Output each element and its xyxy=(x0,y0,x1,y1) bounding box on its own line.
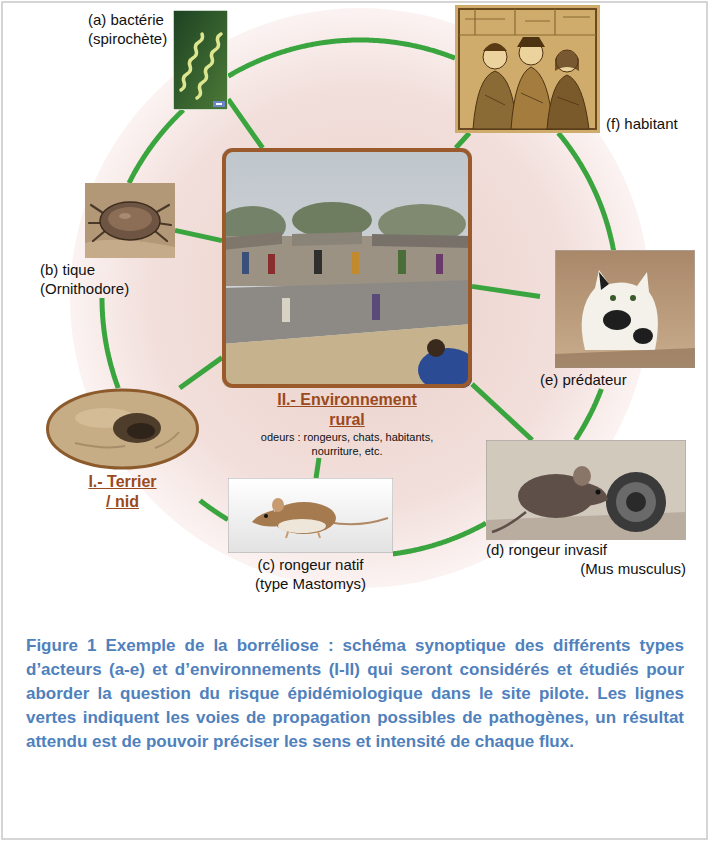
photo-frame xyxy=(228,478,393,553)
tick-photo xyxy=(85,183,175,258)
actor-node: (b) tique(Ornithodore) xyxy=(40,183,175,298)
propagation-line xyxy=(228,99,262,148)
propagation-line xyxy=(316,458,319,478)
label-group: (a) bactérie(spirochète) xyxy=(88,10,167,48)
native-rodent-photo xyxy=(228,478,393,553)
node-sublabel: (Ornithodore) xyxy=(40,279,129,298)
propagation-line xyxy=(200,500,228,519)
bacteria-photo xyxy=(173,10,228,110)
node-label: (c) rongeur natif xyxy=(258,555,364,574)
label-group: (e) prédateur xyxy=(540,370,695,389)
photo-frame xyxy=(486,440,686,540)
propagation-line xyxy=(175,230,222,240)
propagation-line xyxy=(558,133,613,250)
node-sublabel: odeurs : rongeurs, chats, habitants, nou… xyxy=(260,430,435,458)
propagation-line xyxy=(129,110,183,183)
propagation-line xyxy=(575,389,601,440)
burrow-photo xyxy=(45,388,200,470)
house-mouse-photo xyxy=(486,440,686,540)
photo-frame xyxy=(555,250,695,368)
propagation-line xyxy=(228,40,455,76)
propagation-line xyxy=(180,358,222,388)
photo-frame xyxy=(85,183,175,258)
propagation-line xyxy=(456,133,470,148)
propagation-line xyxy=(393,523,486,554)
label-group: (c) rongeur natif(type Mastomys) xyxy=(228,555,393,593)
photo-frame xyxy=(222,148,472,388)
propagation-line xyxy=(102,298,118,388)
photo-frame xyxy=(173,10,228,110)
label-group: II.- Environnement ruralodeurs : rongeur… xyxy=(222,390,472,458)
actor-node: (c) rongeur natif(type Mastomys) xyxy=(228,478,393,593)
actor-node: I.- Terrier / nid xyxy=(45,388,200,512)
node-sublabel: (Mus musculus) xyxy=(580,559,686,578)
figure-caption: Figure 1 Exemple de la borréliose : sché… xyxy=(26,634,684,754)
label-group: (b) tique(Ornithodore) xyxy=(40,260,175,298)
photo-frame xyxy=(455,5,600,133)
actor-node: (e) prédateur xyxy=(540,250,695,389)
node-label: (d) rongeur invasif xyxy=(486,540,607,559)
node-sublabel: (type Mastomys) xyxy=(255,574,366,593)
node-label: (b) tique xyxy=(40,260,95,279)
actor-node: (d) rongeur invasif(Mus musculus) xyxy=(486,440,686,578)
actor-node: (f) habitant xyxy=(455,5,678,133)
inhabitant-engraving xyxy=(455,5,600,133)
label-group: (d) rongeur invasif(Mus musculus) xyxy=(486,540,686,578)
node-label: I.- Terrier / nid xyxy=(85,472,161,512)
photo-frame xyxy=(45,388,200,470)
label-group: (f) habitant xyxy=(606,114,678,133)
label-group: I.- Terrier / nid xyxy=(45,472,200,512)
node-label: II.- Environnement rural xyxy=(267,390,427,430)
environment-node: II.- Environnement ruralodeurs : rongeur… xyxy=(222,148,472,458)
actor-node: (a) bactérie(spirochète) xyxy=(88,10,228,110)
propagation-line xyxy=(472,384,532,440)
node-label: (e) prédateur xyxy=(540,370,627,389)
propagation-line xyxy=(472,286,540,296)
node-label: (f) habitant xyxy=(606,114,678,133)
node-sublabel: (spirochète) xyxy=(88,29,167,48)
node-label: (a) bactérie xyxy=(88,10,164,29)
market-photo xyxy=(222,148,472,388)
cat-photo xyxy=(555,250,695,368)
